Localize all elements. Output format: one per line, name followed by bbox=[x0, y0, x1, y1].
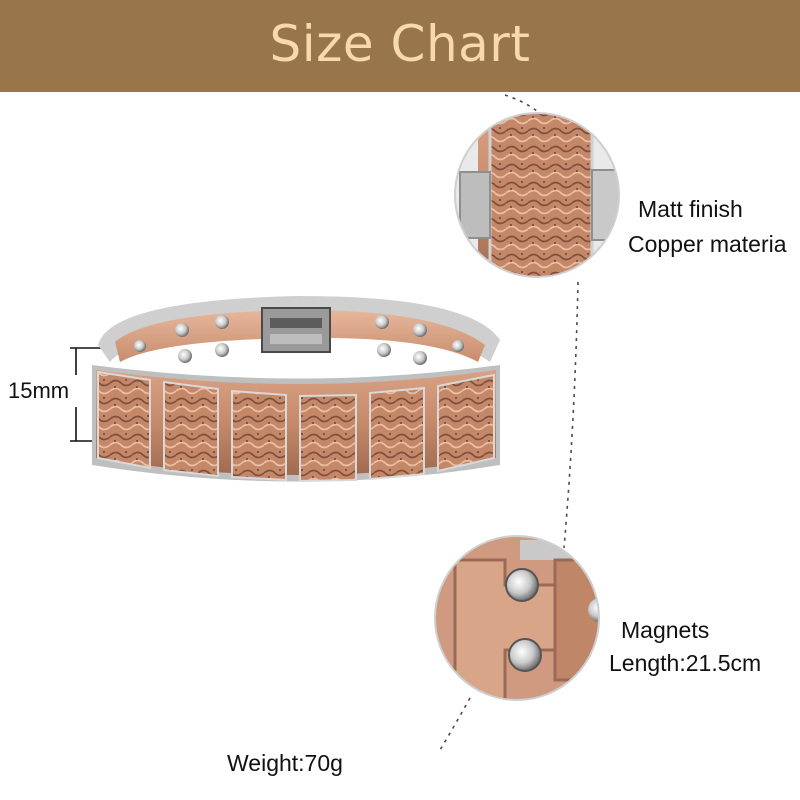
weight-label: Weight:70g bbox=[227, 750, 343, 776]
material-label: Copper materia bbox=[628, 231, 787, 257]
length-label: Length:21.5cm bbox=[609, 650, 762, 676]
detail-circle-texture bbox=[455, 113, 619, 277]
bracelet-back bbox=[98, 296, 500, 365]
detail-circle-magnets bbox=[435, 536, 599, 700]
guide-lines bbox=[439, 94, 579, 751]
width-label: 15mm bbox=[8, 378, 70, 403]
bracelet-front bbox=[92, 365, 500, 483]
header-bar: Size Chart bbox=[0, 0, 800, 92]
magnets-label: Magnets bbox=[621, 617, 710, 643]
page-title: Size Chart bbox=[269, 15, 531, 73]
finish-label: Matt finish bbox=[638, 196, 743, 222]
